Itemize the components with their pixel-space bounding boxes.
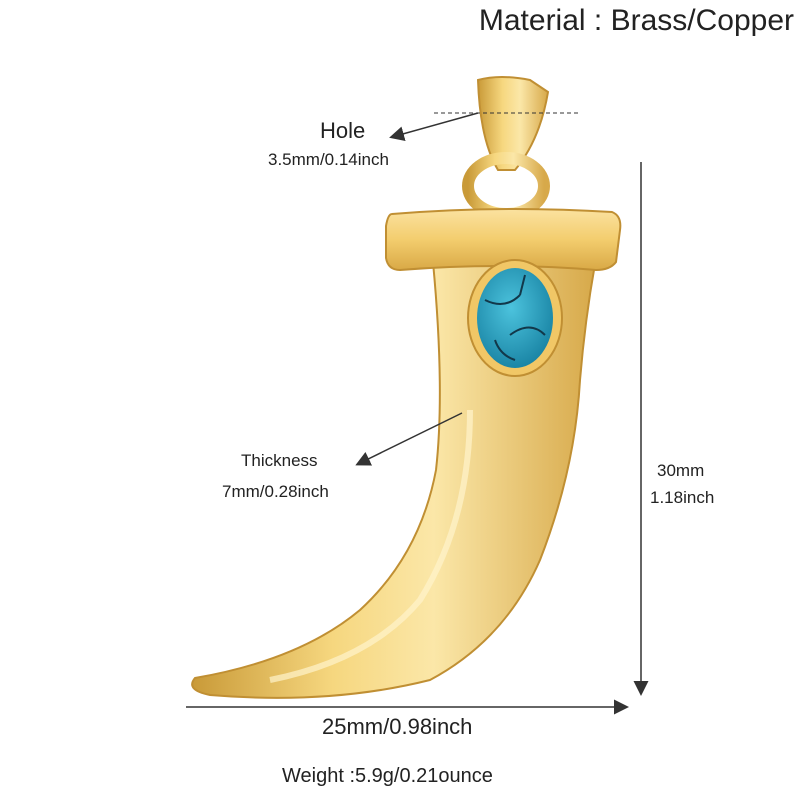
hole-label: Hole bbox=[320, 118, 366, 143]
weight-label: Weight :5.9g/0.21ounce bbox=[282, 765, 493, 787]
thickness-arrow bbox=[355, 412, 463, 466]
top-bar bbox=[385, 207, 622, 272]
hole-arrow bbox=[389, 112, 479, 141]
thickness-size: 7mm/0.28inch bbox=[222, 482, 329, 501]
width-label: 25mm/0.98inch bbox=[322, 714, 473, 739]
turquoise-stone bbox=[467, 259, 563, 377]
bail bbox=[462, 76, 550, 220]
hole-size: 3.5mm/0.14inch bbox=[268, 150, 389, 169]
height-inch: 1.18inch bbox=[650, 488, 715, 507]
thickness-label: Thickness bbox=[241, 451, 318, 470]
material-title: Material : Brass/Copper bbox=[478, 4, 794, 37]
height-mm: 30mm bbox=[657, 461, 705, 480]
